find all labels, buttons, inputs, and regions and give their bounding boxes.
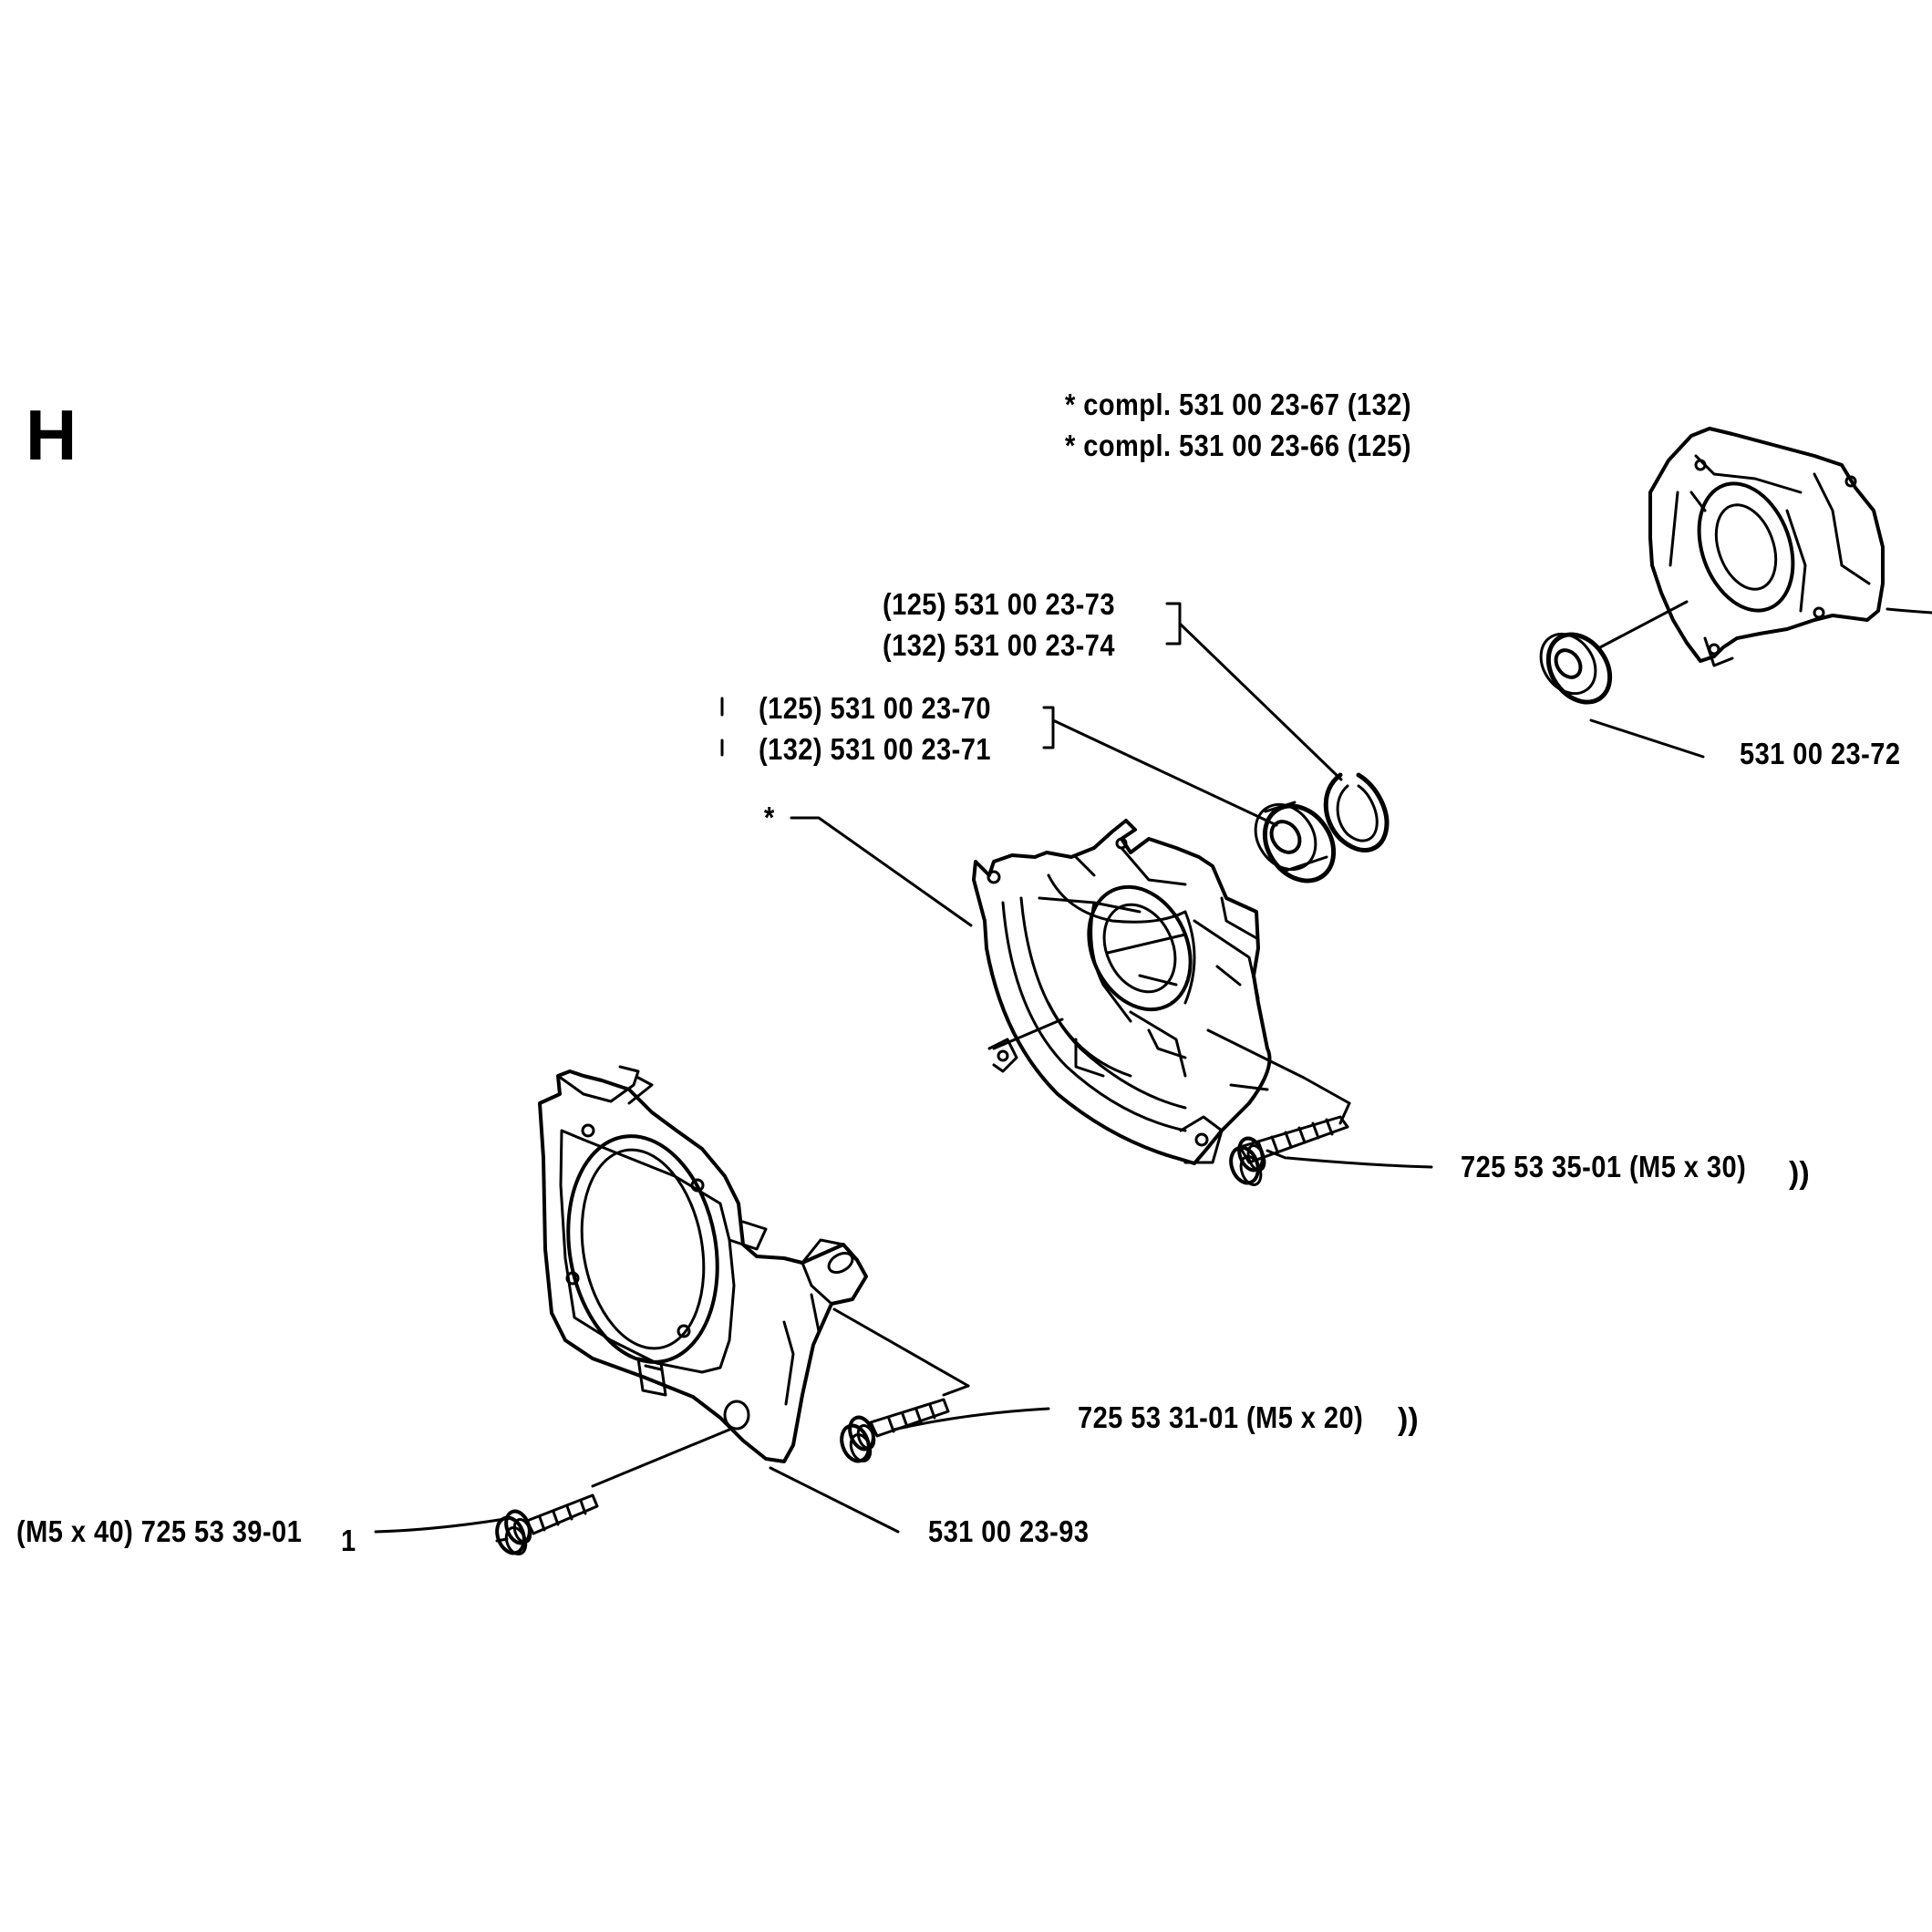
crankcase-right-half-drawing	[1648, 427, 1885, 667]
callout-bearing-right: 531 00 23-72	[1740, 737, 1901, 770]
circlip-drawing	[1323, 772, 1390, 852]
screw-drawing	[495, 1493, 599, 1556]
callout-bearing-125: (125) 531 00 23-70	[759, 691, 991, 725]
note-compl-132: * compl. 531 00 23-67 (132)	[1065, 387, 1411, 421]
callout-screw-m5x30: 725 53 35-01 (M5 x 30)	[1461, 1150, 1747, 1183]
screw-drawing	[840, 1398, 950, 1463]
leader-lines	[374, 600, 1932, 1534]
scan-mark: ))	[1789, 1156, 1810, 1191]
callout-crankcase-star: *	[764, 801, 775, 834]
callout-cover: 531 00 23-93	[928, 1514, 1090, 1548]
crankcase-half-drawing	[972, 819, 1272, 1165]
note-compl-125: * compl. 531 00 23-66 (125)	[1065, 429, 1411, 462]
callout-screw-m5x40-qty: 1	[341, 1524, 356, 1557]
ball-bearing-drawing	[1539, 632, 1613, 705]
callout-screw-m5x40: (M5 x 40) 725 53 39-01	[16, 1514, 303, 1548]
callout-screw-m5x20: 725 53 31-01 (M5 x 20)	[1078, 1400, 1364, 1434]
callout-bearing-132: (132) 531 00 23-71	[759, 732, 991, 766]
callout-circlip-132: (132) 531 00 23-74	[883, 628, 1115, 662]
ball-bearing-drawing	[1254, 801, 1337, 883]
screw-drawing	[1229, 1115, 1349, 1186]
scan-mark: ))	[1398, 1402, 1419, 1437]
section-letter: H	[26, 395, 77, 475]
starter-housing-drawing	[538, 1065, 868, 1463]
callout-circlip-125: (125) 531 00 23-73	[883, 587, 1115, 621]
